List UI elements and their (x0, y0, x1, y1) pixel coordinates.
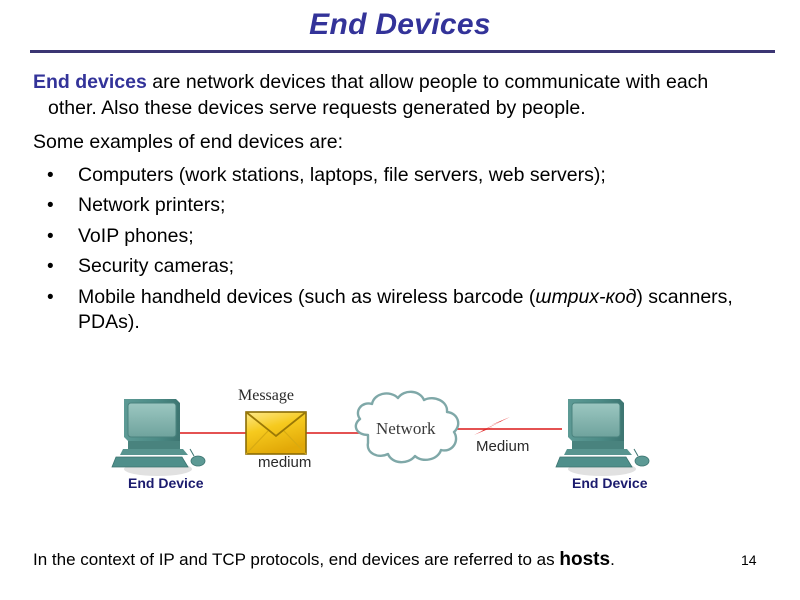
list-item: • VoIP phones; (33, 224, 773, 250)
end-device-examples-list: • Computers (work stations, laptops, fil… (33, 163, 773, 336)
footer-note: In the context of IP and TCP protocols, … (33, 549, 773, 571)
cloud-label: Network (376, 419, 436, 438)
list-item-label-after: ) scanners, PDAs). (78, 285, 733, 334)
bullet-icon: • (47, 256, 54, 277)
page-number: 14 (741, 552, 757, 568)
list-item-label: Computers (work stations, laptops, file … (78, 163, 606, 186)
end-device-left-icon (111, 399, 206, 476)
medium-label-left: medium (258, 454, 311, 471)
message-label: Message (238, 387, 294, 404)
lightning-bolt-icon (474, 417, 510, 435)
list-item: • Security cameras; (33, 254, 773, 280)
lead-paragraph: End devices are network devices that all… (33, 70, 773, 121)
list-item-label: Security cameras; (78, 255, 235, 277)
end-device-left-label: End Device (128, 475, 204, 491)
list-item: • Computers (work stations, laptops, fil… (33, 163, 773, 189)
list-item: • Mobile handheld devices (such as wirel… (33, 285, 773, 336)
bullet-icon: • (47, 225, 54, 247)
slide-body: End devices are network devices that all… (33, 70, 773, 341)
end-device-right-icon (555, 399, 650, 476)
list-item-label: Network printers; (78, 194, 226, 216)
bullet-icon: • (47, 195, 54, 216)
end-device-right-label: End Device (572, 475, 648, 491)
list-item: • Network printers; (33, 193, 773, 219)
medium-label-right: Medium (476, 438, 529, 455)
title-divider (30, 50, 775, 53)
message-envelope-icon (245, 411, 307, 455)
list-item-label-before: Mobile handheld devices (such as wireles… (78, 285, 536, 308)
lead-rest: are network devices that allow people to… (48, 71, 709, 119)
intro-paragraph: Some examples of end devices are: (33, 131, 344, 153)
lead-emphasis: End devices (33, 71, 147, 93)
page-title: End Devices (309, 8, 491, 41)
network-cloud-icon: Network (354, 390, 460, 464)
list-item-label: VoIP phones; (78, 224, 194, 247)
bullet-icon: • (47, 286, 54, 308)
bullet-icon: • (47, 164, 54, 186)
footer-emphasis: hosts (559, 549, 611, 570)
list-item-label-italic: штрих-код (535, 285, 637, 308)
footer-text-after: . (610, 550, 615, 569)
network-diagram: End Device Message medium Network Medium (110, 383, 680, 503)
footer-text-before: In the context of IP and TCP protocols, … (33, 550, 560, 569)
